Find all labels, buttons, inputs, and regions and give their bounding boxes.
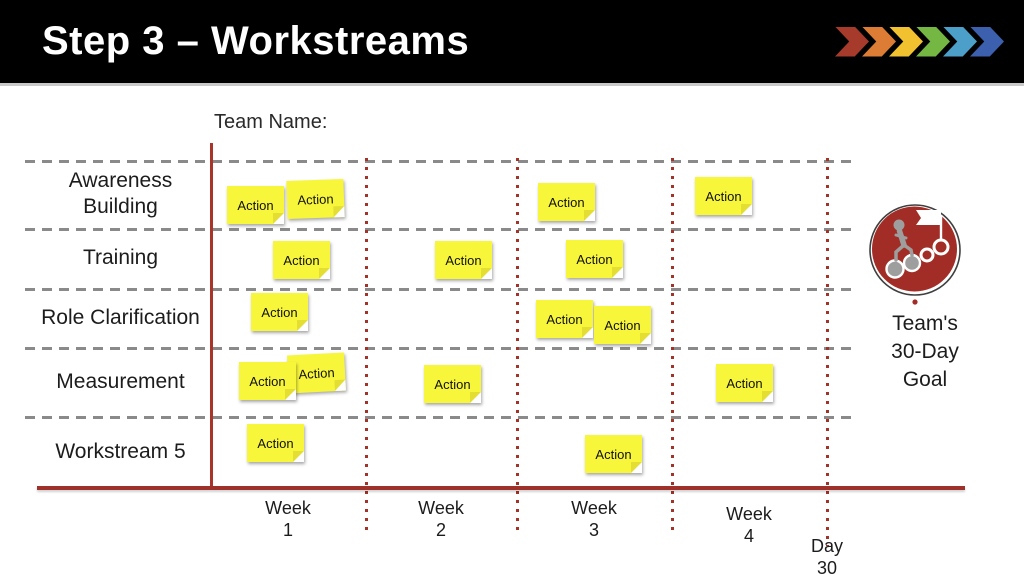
col-label-number: 2	[435, 520, 446, 540]
col-label-word: Day	[810, 536, 843, 556]
person-icon	[893, 219, 914, 262]
sticky-note-label: Action	[576, 251, 613, 267]
stepping-stones	[885, 238, 950, 279]
col-label-number: 3	[588, 520, 599, 540]
row-divider	[25, 416, 857, 419]
sticky-note-label: Action	[548, 194, 585, 210]
goal-label: Team's 30-Day Goal	[858, 310, 992, 394]
sticky-note-label: Action	[726, 375, 763, 391]
goal-label-line: Goal	[902, 368, 948, 391]
row-divider	[25, 228, 857, 231]
col-label-word: Week	[571, 498, 617, 518]
sticky-note-label: Action	[434, 376, 471, 392]
sticky-note[interactable]: Action	[536, 300, 593, 338]
sticky-note-label: Action	[546, 311, 583, 327]
sticky-note[interactable]: Action	[435, 241, 492, 279]
header-bar: Step 3 – Workstreams	[0, 0, 1024, 86]
sticky-note[interactable]: Action	[424, 365, 481, 403]
climb-to-flag-icon	[869, 204, 961, 305]
icon-outline-ring	[869, 204, 961, 296]
row-label-measurement: Measurement	[56, 369, 185, 393]
sticky-note-label: Action	[705, 188, 742, 204]
week-divider	[516, 158, 519, 530]
vertical-axis-line	[210, 143, 213, 488]
row-divider	[25, 288, 857, 291]
sticky-note-label: Action	[604, 317, 641, 333]
col-label-number: 30	[816, 558, 838, 578]
sticky-note[interactable]: Action	[538, 183, 595, 221]
team-name-label: Team Name:	[214, 111, 328, 133]
sticky-note-label: Action	[261, 304, 298, 320]
col-label-number: 4	[743, 526, 754, 546]
col-label-word: Week	[418, 498, 464, 518]
sticky-note-label: Action	[298, 364, 335, 382]
col-label-number: 1	[282, 520, 293, 540]
sticky-note-label: Action	[257, 435, 294, 451]
horizontal-axis-line	[37, 486, 965, 490]
goal-label-line: Team's	[892, 312, 958, 335]
sticky-note[interactable]: Action	[247, 424, 304, 462]
row-label-workstream-5: Workstream 5	[55, 440, 186, 463]
row-label-role-clarification: Role Clarification	[41, 305, 200, 329]
row-label-training: Training	[82, 246, 159, 269]
week-divider	[365, 158, 368, 530]
sticky-note[interactable]: Action	[227, 186, 284, 224]
sticky-note[interactable]: Action	[273, 241, 330, 279]
sticky-note[interactable]: Action	[566, 240, 623, 278]
col-label-word: Week	[265, 498, 311, 518]
sticky-note[interactable]: Action	[286, 179, 345, 219]
sticky-note-label: Action	[445, 252, 482, 268]
flag-icon	[916, 210, 943, 240]
sticky-note[interactable]: Action	[695, 177, 752, 215]
sticky-note[interactable]: Action	[594, 306, 651, 344]
day-30-divider	[826, 158, 829, 546]
sticky-note-label: Action	[283, 252, 320, 268]
icon-bottom-dot	[912, 299, 918, 305]
sticky-note-label: Action	[249, 373, 286, 389]
row-divider	[25, 347, 857, 350]
sticky-note-label: Action	[297, 190, 334, 208]
chevron-arrows	[835, 26, 1004, 57]
sticky-note[interactable]: Action	[251, 293, 308, 331]
goal-label-line: 30-Day	[891, 340, 959, 363]
row-divider	[25, 160, 857, 163]
sticky-note[interactable]: Action	[585, 435, 642, 473]
week-divider	[671, 158, 674, 530]
sticky-note-label: Action	[595, 446, 632, 462]
col-label-word: Week	[726, 504, 772, 524]
sticky-note[interactable]: Action	[716, 364, 773, 402]
row-label-awareness-building: Awareness Building	[68, 169, 173, 218]
page-title: Step 3 – Workstreams	[42, 19, 470, 63]
chevron-icon	[835, 26, 869, 57]
sticky-note[interactable]: Action	[239, 362, 296, 400]
sticky-note-label: Action	[237, 197, 274, 213]
